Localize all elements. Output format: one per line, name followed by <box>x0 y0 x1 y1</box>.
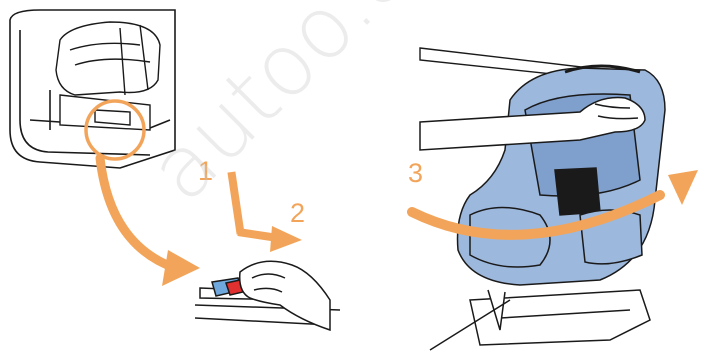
car-seat-small <box>56 22 160 130</box>
step-number-3: 3 <box>408 160 423 187</box>
step-number-2: 2 <box>290 200 305 227</box>
curved-arrow-head <box>162 250 200 286</box>
step-arrow-head <box>270 226 302 252</box>
hand-lever-detail <box>195 261 340 330</box>
step-arrow-down <box>232 176 240 230</box>
step-number-1: 1 <box>198 158 213 185</box>
curved-arrow <box>100 158 175 268</box>
rotation-arrow-head <box>668 170 698 205</box>
